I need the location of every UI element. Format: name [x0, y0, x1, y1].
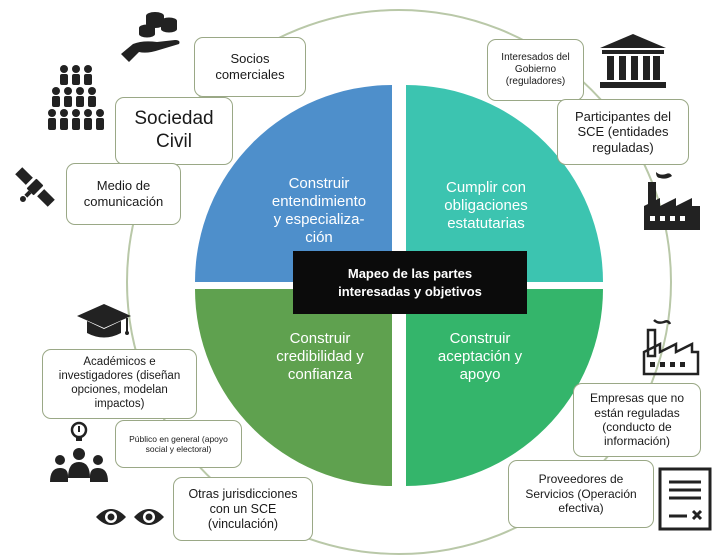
coins-hand-icon	[121, 12, 180, 62]
stakeholder-gobierno: Interesados del Gobierno (reguladores)	[487, 39, 584, 101]
government-building-icon	[600, 34, 666, 88]
satellite-icon	[15, 167, 55, 207]
quadrant-label-understanding: Construir entendimiento y especializa- c…	[271, 175, 367, 246]
stakeholder-otras-jurisdicciones: Otras jurisdicciones con un SCE (vincula…	[173, 477, 313, 541]
quadrant-bottom-left	[195, 289, 392, 486]
quadrant-label-credibility: Construir credibilidad y confianza	[276, 330, 364, 383]
quadrant-label-acceptance: Construir aceptación y apoyo	[437, 330, 523, 383]
graduation-cap-icon	[77, 304, 131, 338]
stakeholder-participantes-sce: Participantes del SCE (entidades regulad…	[557, 99, 689, 165]
people-idea-icon	[50, 421, 108, 482]
quadrant-top-right	[406, 85, 603, 282]
contract-document-icon	[658, 467, 712, 531]
eyes-icon	[96, 509, 164, 525]
factory-icon	[644, 172, 700, 230]
stakeholder-empresas-no-reguladas: Empresas que no están reguladas (conduct…	[573, 383, 701, 457]
quadrant-label-obligations: Cumplir con obligaciones estatutarias	[444, 179, 528, 232]
quadrant-top-left	[195, 85, 392, 282]
factory-outline-icon	[642, 319, 700, 376]
stakeholder-academicos: Académicos e investigadores (diseñan opc…	[42, 349, 197, 419]
crowd-icon	[48, 65, 104, 130]
quadrant-bottom-right	[406, 289, 603, 486]
center-title: Mapeo de las partes interesadas y objeti…	[293, 251, 527, 314]
stakeholder-proveedores-servicios: Proveedores de Servicios (Operación efec…	[508, 460, 654, 528]
